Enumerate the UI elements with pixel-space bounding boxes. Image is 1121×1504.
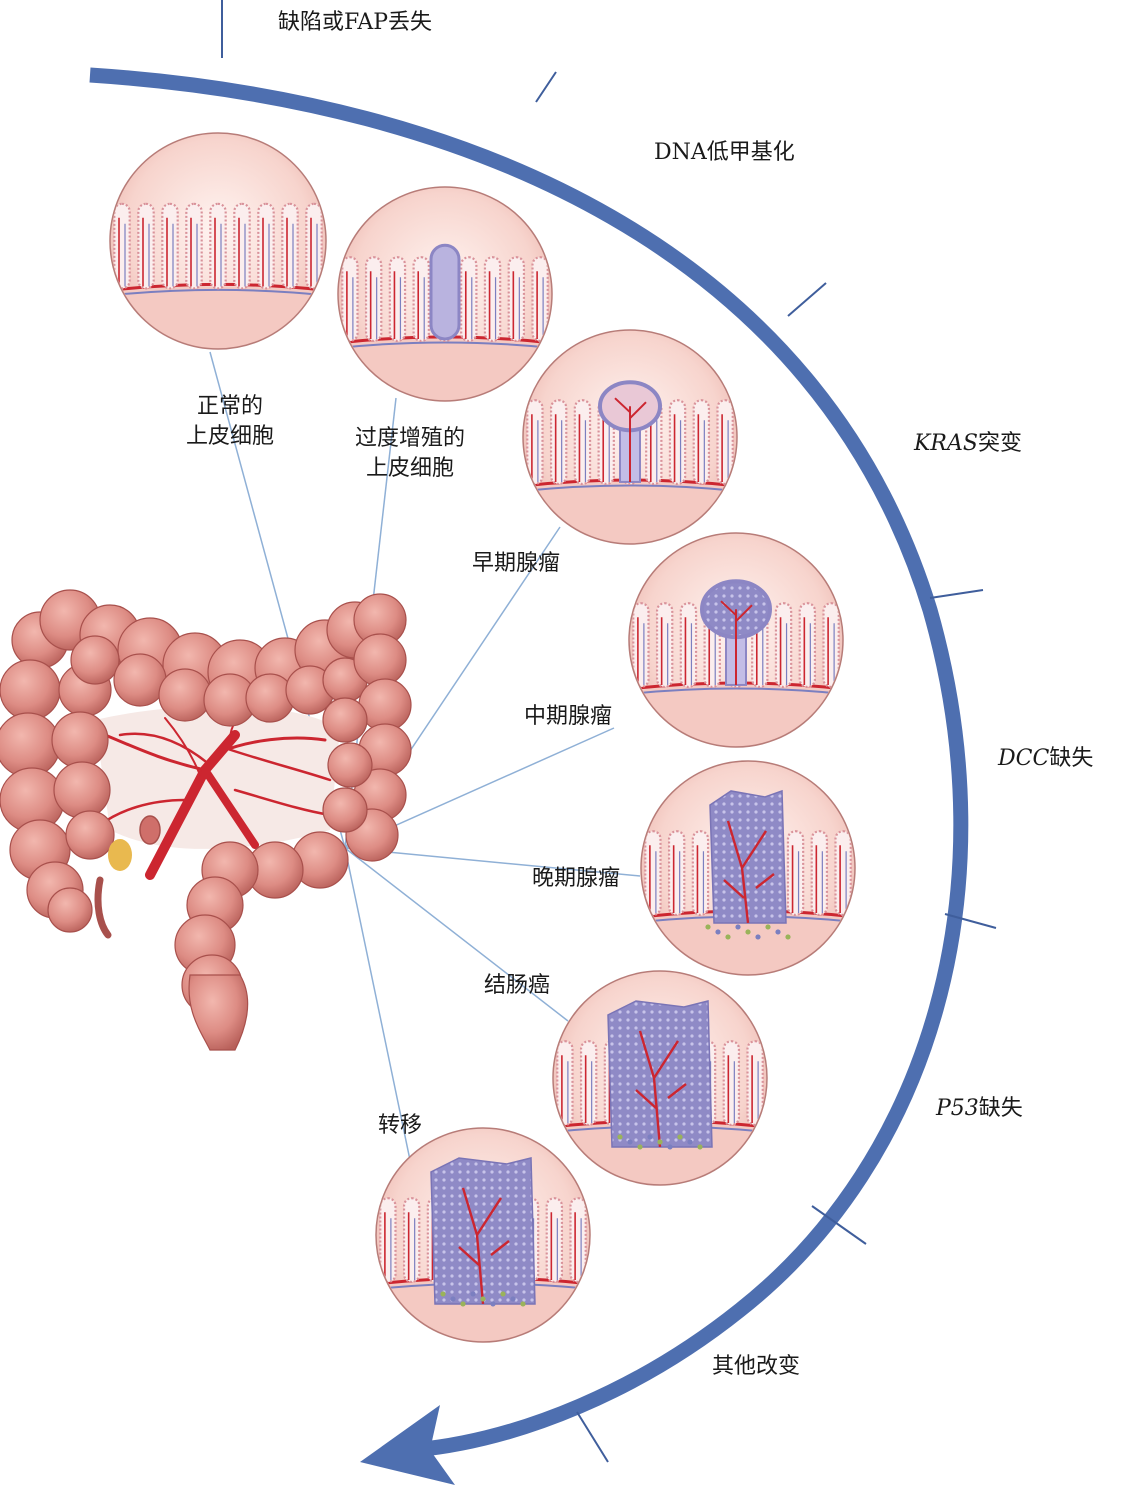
colon-illustration [0,589,412,1051]
ascending-colon [0,611,93,933]
stage-circle-carcinoma [552,970,768,1186]
stage-circle-normal [109,132,327,350]
stage-circle-intermediate [628,532,844,748]
tissue-section [339,243,551,400]
stage-label-late-adenoma: 晚期腺瘤 [532,866,621,891]
mutation-timeline [89,0,997,1485]
descending-colon-inner [322,697,373,833]
timeline-tick [787,282,827,317]
stage-label-early-adenoma: 早期腺瘤 [472,551,561,576]
tissue-section [111,202,325,348]
mutation-label-other: 其他改变 [712,1354,801,1379]
timeline-tick [944,913,997,929]
timeline-tick [811,1205,867,1245]
stage-label-metastasis: 转移 [378,1113,423,1138]
pointer-line-carcinoma [344,847,569,1022]
timeline-arc [89,67,969,1458]
timeline-tick [929,589,984,599]
stage-label-normal: 正常的上皮细胞 [185,394,274,449]
stage-label-carcinoma: 结肠癌 [484,973,551,998]
pointer-line-late [344,847,641,877]
mesentery [95,706,340,849]
tissue-section [630,579,842,746]
mesenteric-arteries [98,704,332,880]
mutation-label-dna-hypomethylation: DNA低甲基化 [654,140,795,165]
mutation-label-p53: P53缺失 [936,1096,1023,1121]
terminal-ileum [139,815,161,845]
mutation-label-dcc: DCC缺失 [998,746,1094,771]
stage-circle-metastasis [375,1127,591,1343]
mutation-label-apc: 缺陷或FAP丢失 [278,10,433,35]
stage-circle-hyperplastic [337,186,553,402]
fat-deposit [108,839,132,871]
stage-label-hyperplastic: 过度增殖的上皮细胞 [354,426,465,481]
timeline-arrowhead [360,1405,455,1485]
stage-label-intermediate-adenoma: 中期腺瘤 [524,704,613,729]
timeline-tick [576,1411,609,1463]
rectum [188,974,249,1051]
mutation-label-kras: KRAS突变 [914,431,1022,456]
appendix [94,876,112,939]
pointer-line-metastasis [344,847,411,1161]
transverse-colon-lower [70,635,368,727]
timeline-tick [535,71,557,103]
ascending-colon-inner [51,663,115,860]
